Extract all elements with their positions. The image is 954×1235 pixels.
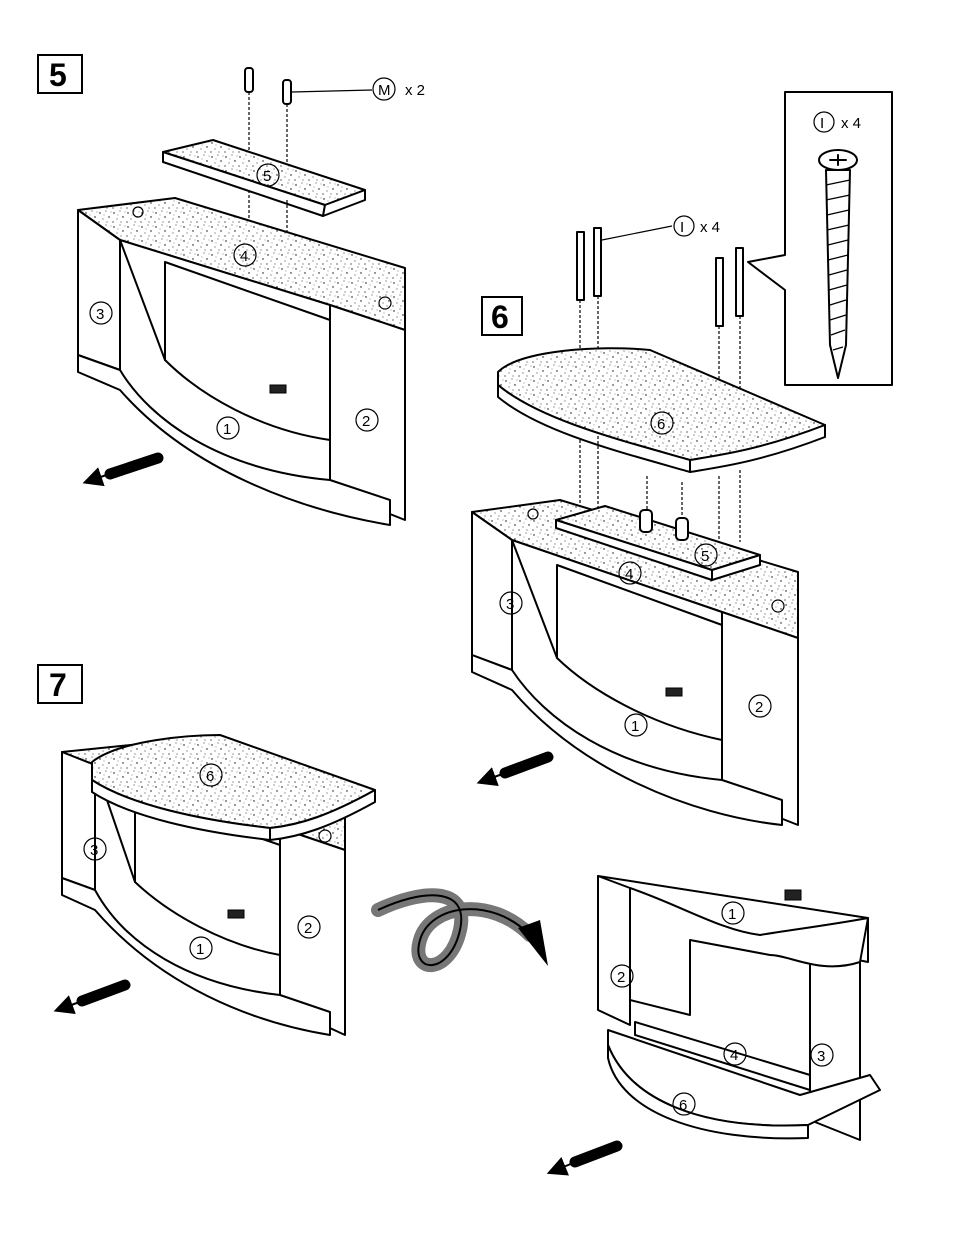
screw-i-label: I: [680, 219, 684, 236]
peg-m-quantity: x 2: [405, 82, 425, 99]
step-5-section: 5 M x 2 5: [38, 55, 425, 525]
part-6-label-c: 6: [679, 1097, 687, 1114]
step-7-label: 7: [49, 667, 67, 703]
top-board-6: [498, 348, 825, 472]
part-2-label-c: 2: [304, 920, 312, 937]
part-1-label-d: 1: [728, 906, 736, 923]
front-direction-arrow-icon: [556, 1146, 617, 1170]
cabinet-step-6: [472, 500, 798, 825]
peg-m-icon: [245, 68, 372, 170]
front-direction-arrow-icon: [63, 985, 125, 1008]
part-5-label-b: 5: [701, 548, 709, 565]
step-6-section: 6 I x 4 6: [472, 216, 825, 825]
part-4-label-c: 4: [730, 1047, 738, 1064]
part-4-label-b: 4: [625, 566, 633, 583]
screw-i-label-inset: I: [820, 115, 824, 132]
screw-inset-panel: I x 4: [748, 92, 892, 385]
part-1-label-a: 1: [223, 421, 231, 438]
front-direction-arrow-icon: [486, 757, 548, 780]
cabinet-flipped: [598, 876, 880, 1140]
part-6-label-b: 6: [206, 768, 214, 785]
part-4-label-a: 4: [240, 248, 248, 265]
step-6-label: 6: [491, 299, 509, 335]
part-6-label-a: 6: [657, 416, 665, 433]
screw-i-quantity-inset: x 4: [841, 115, 861, 132]
part-3-label-d: 3: [817, 1048, 825, 1065]
front-direction-arrow-icon: [92, 458, 158, 480]
part-1-label-c: 1: [196, 941, 204, 958]
peg-m-label: M: [378, 82, 391, 99]
part-2-label-d: 2: [617, 969, 625, 986]
step-5-label: 5: [49, 57, 67, 93]
part-3-label-c: 3: [90, 842, 98, 859]
part-2-label-b: 2: [755, 699, 763, 716]
screw-i-quantity: x 4: [700, 219, 720, 236]
part-5-label-a: 5: [263, 168, 271, 185]
part-2-label-a: 2: [362, 413, 370, 430]
flip-over-arrow-icon: [378, 895, 548, 966]
part-3-label-b: 3: [506, 596, 514, 613]
part-3-label-a: 3: [96, 306, 104, 323]
part-1-label-b: 1: [631, 718, 639, 735]
